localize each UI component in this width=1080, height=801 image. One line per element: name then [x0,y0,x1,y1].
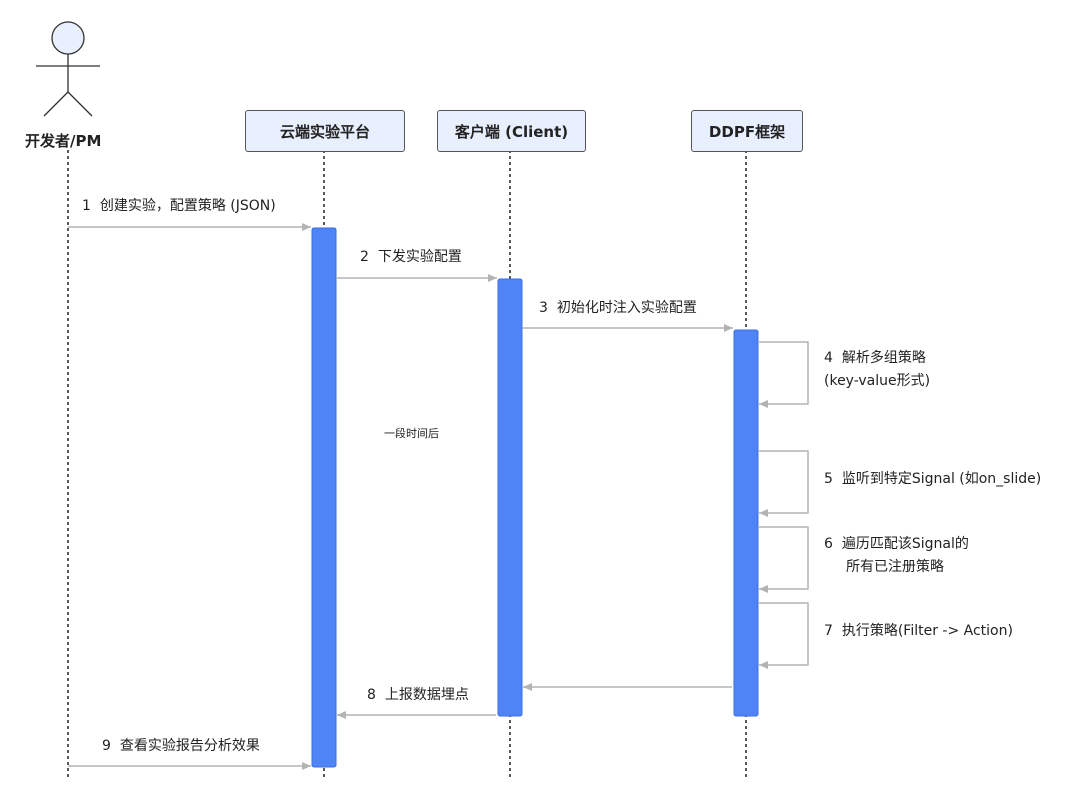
activation-cloud-platform [311,227,337,768]
message-arrow-4-self [758,341,809,408]
activation-ddpf [733,329,759,717]
message-label-3: 3 初始化时注入实验配置 [539,300,697,316]
activation-client [497,278,523,717]
time-gap-note: 一段时间后 [384,427,439,440]
message-label-8: 8 上报数据埋点 [367,687,469,703]
message-arrow-7-self [758,602,809,669]
participant-cloud-platform: 云端实验平台 [245,110,405,152]
actor-label: 开发者/PM [25,132,102,150]
actor-figure-icon [36,21,100,117]
message-label-6: 6 遍历匹配该Signal的 所有已注册策略 [824,536,969,575]
message-arrow-5-self [758,450,809,517]
message-label-5: 5 监听到特定Signal (如on_slide) [824,471,1042,487]
message-label-7: 7 执行策略(Filter -> Action) [824,623,1013,639]
message-arrow-6-self [758,526,809,593]
message-label-1: 1 创建实验，配置策略 (JSON) [82,198,276,214]
message-label-9: 9 查看实验报告分析效果 [102,738,260,754]
message-label-4: 4 解析多组策略 (key-value形式) [824,350,931,389]
participant-ddpf: DDPF框架 [691,110,803,152]
participant-client: 客户端 (Client) [437,110,586,152]
message-label-2: 2 下发实验配置 [360,249,462,265]
